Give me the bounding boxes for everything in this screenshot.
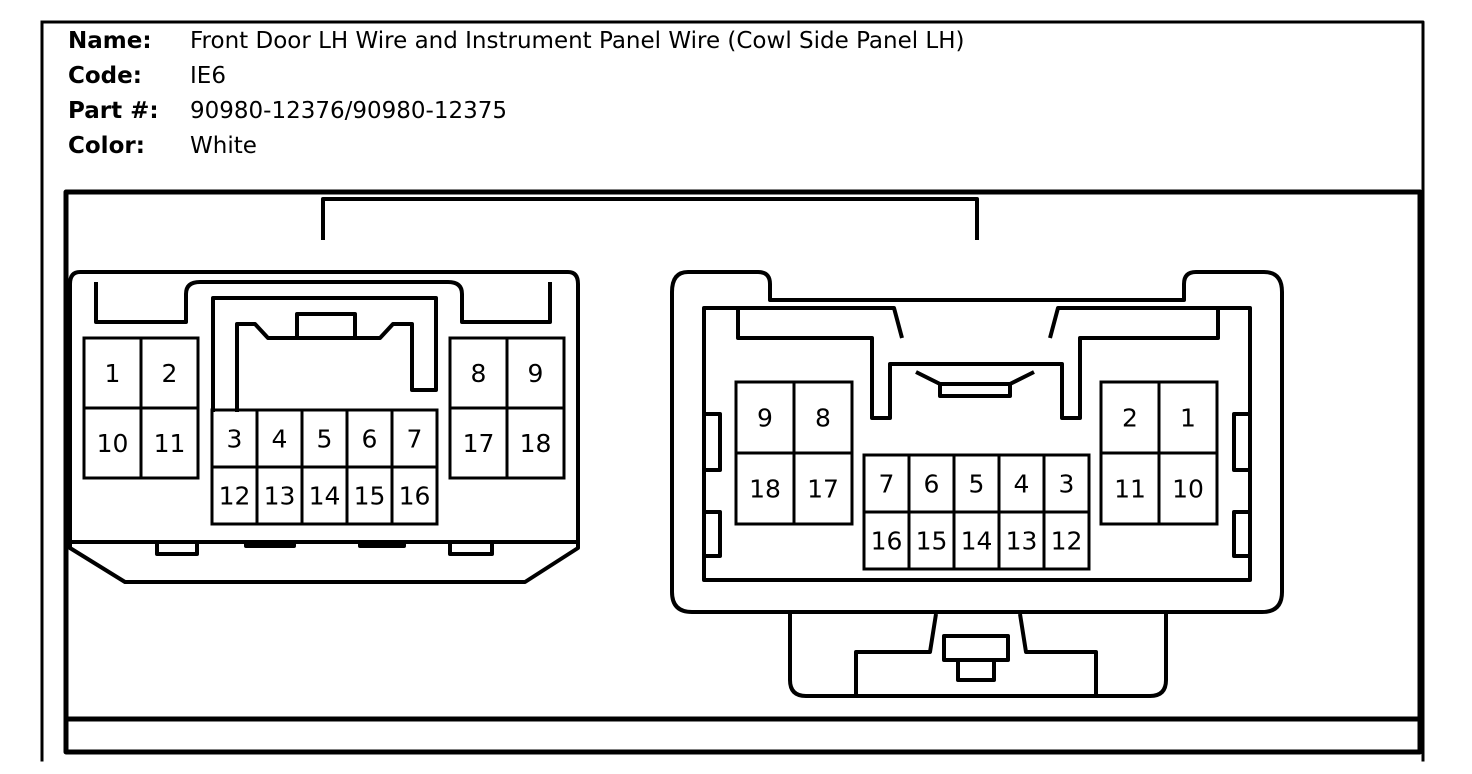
left-connector-pin-number: 3 bbox=[227, 425, 243, 454]
left-connector-pin-number: 16 bbox=[399, 482, 431, 511]
right-connector-side-key-2 bbox=[702, 510, 722, 558]
right-connector-pin-number: 10 bbox=[1172, 475, 1204, 504]
left-connector-pin-number: 4 bbox=[272, 425, 288, 454]
right-connector-clip-head bbox=[942, 634, 1010, 662]
right-connector-pin-number: 5 bbox=[969, 470, 985, 499]
right-connector-pin-number: 4 bbox=[1014, 470, 1030, 499]
right-connector-side-key-1 bbox=[702, 412, 722, 472]
left-connector-foot-4 bbox=[448, 540, 494, 556]
code-value: IE6 bbox=[190, 63, 226, 89]
name-value: Front Door LH Wire and Instrument Panel … bbox=[190, 28, 965, 54]
left-connector-pin-cell bbox=[139, 406, 200, 480]
right-connector-pin-number: 14 bbox=[961, 527, 993, 556]
right-connector-clip-left bbox=[854, 613, 938, 696]
color-value: White bbox=[190, 133, 257, 159]
code-label: Code: bbox=[68, 63, 142, 89]
right-connector-pin-number: 12 bbox=[1051, 527, 1083, 556]
right-connector-pin-number: 11 bbox=[1114, 475, 1146, 504]
right-connector-pin-number: 6 bbox=[924, 470, 940, 499]
left-connector-pin-number: 13 bbox=[264, 482, 296, 511]
left-connector-pin-number: 18 bbox=[520, 429, 552, 458]
right-connector-step-right bbox=[1048, 306, 1218, 339]
color-label: Color: bbox=[68, 133, 145, 159]
left-connector-lock-tab bbox=[295, 312, 357, 340]
right-connector-pin-number: 8 bbox=[815, 404, 831, 433]
left-connector-housing bbox=[68, 270, 580, 584]
right-connector-pin-number: 13 bbox=[1006, 527, 1038, 556]
left-connector-pin-number: 14 bbox=[309, 482, 341, 511]
right-connector-side-key-3 bbox=[1232, 412, 1252, 472]
left-connector-foot-2 bbox=[244, 540, 296, 548]
right-connector-pin-number: 3 bbox=[1059, 470, 1075, 499]
left-connector-pin-number: 9 bbox=[528, 359, 544, 388]
left-connector-pin-number: 6 bbox=[362, 425, 378, 454]
part-label: Part #: bbox=[68, 98, 159, 124]
right-connector-side-key-4 bbox=[1232, 510, 1252, 558]
right-connector-housing bbox=[670, 270, 1284, 614]
right-connector-pin-number: 16 bbox=[871, 527, 903, 556]
part-value: 90980-12376/90980-12375 bbox=[190, 98, 508, 124]
right-connector-lock-plate bbox=[938, 382, 1012, 398]
left-connector-pin-number: 8 bbox=[471, 359, 487, 388]
right-connector-pin-cell bbox=[792, 451, 854, 526]
left-connector-foot-1 bbox=[155, 540, 199, 556]
left-connector-pin-number: 7 bbox=[407, 425, 423, 454]
right-connector-pin-number: 17 bbox=[807, 475, 839, 504]
left-connector-pin-number: 5 bbox=[317, 425, 333, 454]
left-connector-pin-number: 1 bbox=[105, 359, 121, 388]
right-connector-clip-stem bbox=[956, 658, 996, 682]
left-connector-pin-number: 10 bbox=[97, 429, 129, 458]
outer-frame bbox=[40, 20, 1425, 762]
name-label: Name: bbox=[68, 28, 152, 54]
left-connector-latch bbox=[211, 296, 438, 412]
drawing-frame bbox=[63, 189, 1423, 755]
left-connector-pin-cell bbox=[390, 465, 439, 526]
right-connector-cavity bbox=[702, 306, 1252, 582]
left-connector-pin-number: 12 bbox=[219, 482, 251, 511]
right-connector-pin-number: 2 bbox=[1122, 404, 1138, 433]
right-connector bbox=[670, 270, 1284, 698]
left-connector-pin-number: 17 bbox=[463, 429, 495, 458]
right-connector-skirt bbox=[788, 612, 1168, 698]
left-connector-pin-cell bbox=[505, 406, 566, 480]
right-connector-pin-number: 1 bbox=[1180, 404, 1196, 433]
left-connector-pin-number: 2 bbox=[162, 359, 178, 388]
right-connector-clip-right bbox=[1018, 613, 1098, 696]
right-connector-pin-number: 18 bbox=[749, 475, 781, 504]
left-connector bbox=[68, 270, 580, 584]
right-connector-pin-number: 7 bbox=[879, 470, 895, 499]
right-connector-pin-cell bbox=[1042, 510, 1091, 571]
right-connector-pin-number: 9 bbox=[757, 404, 773, 433]
left-connector-foot-3 bbox=[358, 540, 406, 548]
left-connector-top-detail bbox=[94, 280, 552, 324]
mating-bracket bbox=[321, 197, 979, 240]
left-connector-pin-number: 11 bbox=[154, 429, 186, 458]
right-connector-pin-cell bbox=[1157, 451, 1219, 526]
left-connector-pin-number: 15 bbox=[354, 482, 386, 511]
right-connector-pin-number: 15 bbox=[916, 527, 948, 556]
right-connector-step-left bbox=[738, 306, 904, 339]
